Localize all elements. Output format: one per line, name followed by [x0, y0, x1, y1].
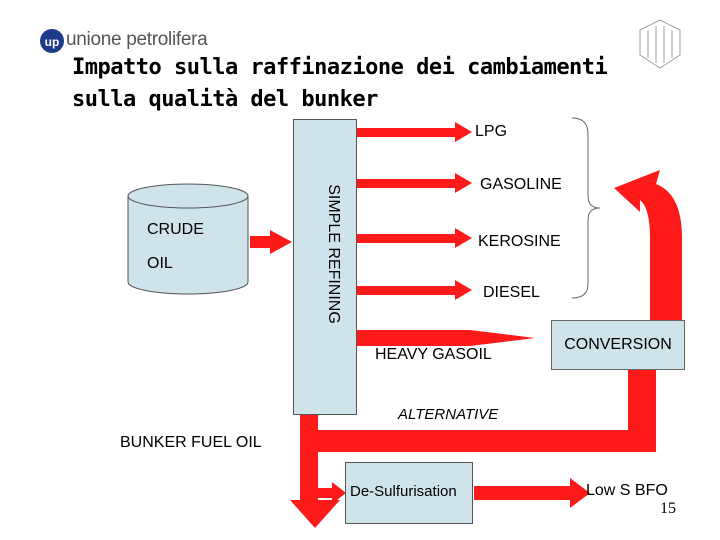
conversion-label: CONVERSION [564, 336, 672, 353]
desulf-label: De-Sulfurisation [350, 483, 457, 500]
products-brace [571, 117, 601, 299]
lpg-arrow [357, 122, 472, 142]
bunker-label: BUNKER FUEL OIL [120, 434, 262, 451]
kerosine-label: KEROSINE [478, 233, 561, 250]
oil-label: OIL [147, 255, 173, 272]
page-number: 15 [660, 500, 676, 517]
diesel-label: DIESEL [483, 284, 540, 301]
kerosine-arrow [357, 228, 472, 248]
conversion-up-arrow [614, 170, 682, 320]
diesel-arrow [357, 280, 472, 300]
gasoline-arrow [357, 173, 472, 193]
page-title: Impatto sulla raffinazione dei cambiamen… [72, 52, 608, 116]
logo-icon: up [40, 29, 64, 53]
low-s-bfo-label: Low S BFO [586, 482, 668, 499]
conversion-box: CONVERSION [551, 320, 685, 370]
heavy-gasoil-arrow [357, 330, 535, 346]
logo-text: unione petrolifera [66, 29, 208, 50]
refining-column [293, 119, 357, 415]
bunker-down-arrow [290, 415, 340, 528]
desulf-to-lows-arrow [474, 478, 590, 508]
emblem-icon [639, 19, 681, 69]
crude-label: CRUDE [147, 221, 204, 238]
refining-label: SIMPLE REFINING [325, 184, 342, 324]
title-line-2: sulla qualità del bunker [72, 87, 378, 112]
gasoline-label: GASOLINE [480, 176, 562, 193]
desulfurisation-box: De-Sulfurisation [345, 462, 473, 524]
to-desulf-arrow [318, 482, 346, 504]
alternative-label: ALTERNATIVE [398, 406, 499, 423]
title-line-1: Impatto sulla raffinazione dei cambiamen… [72, 55, 608, 80]
crude-to-refining-arrow [250, 230, 292, 254]
crude-oil-tank [127, 183, 249, 295]
lpg-label: LPG [475, 123, 508, 140]
heavy-gasoil-label: HEAVY GASOIL [375, 346, 492, 363]
alternative-arrow [318, 370, 656, 452]
svg-text:up: up [45, 35, 60, 49]
